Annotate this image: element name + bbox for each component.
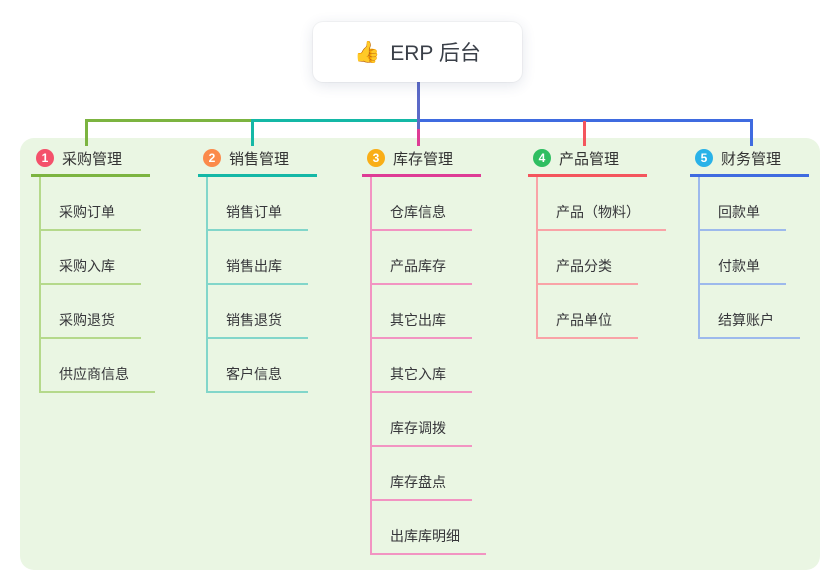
branch-title: 产品管理 xyxy=(559,150,620,168)
connector-bus-finance xyxy=(417,119,753,122)
thumbs-up-icon: 👍 xyxy=(354,40,381,64)
connector-drop-sales xyxy=(251,119,254,146)
mindmap-child[interactable]: 采购订单 xyxy=(41,177,141,231)
branch-number-badge: 1 xyxy=(36,149,54,167)
branch-purchase: 1 采购管理 采购订单 采购入库 采购退货 供应商信息 xyxy=(31,146,155,393)
branch-number-badge: 4 xyxy=(533,149,551,167)
mindmap-child[interactable]: 仓库信息 xyxy=(372,177,472,231)
mindmap-child[interactable]: 结算账户 xyxy=(700,285,800,339)
mindmap-child[interactable]: 产品分类 xyxy=(538,231,638,285)
mindmap-child[interactable]: 其它入库 xyxy=(372,339,472,393)
branch-inventory-children: 仓库信息 产品库存 其它出库 其它入库 库存调拨 库存盘点 出库库明细 xyxy=(370,177,486,555)
branch-title: 库存管理 xyxy=(393,150,454,168)
mindmap-child[interactable]: 产品单位 xyxy=(538,285,638,339)
branch-sales: 2 销售管理 销售订单 销售出库 销售退货 客户信息 xyxy=(198,146,317,393)
connector-root-line xyxy=(417,82,420,129)
connector-drop-purchase xyxy=(85,119,88,146)
root-node[interactable]: 👍 ERP 后台 xyxy=(313,22,522,82)
connector-bus-purchase xyxy=(85,119,255,122)
branch-title: 采购管理 xyxy=(62,150,123,168)
mindmap-child[interactable]: 库存盘点 xyxy=(372,447,472,501)
mindmap-child[interactable]: 供应商信息 xyxy=(41,339,155,393)
branch-finance-header[interactable]: 5 财务管理 xyxy=(690,146,809,177)
connector-bus-sales xyxy=(251,119,419,122)
mindmap-child[interactable]: 采购入库 xyxy=(41,231,141,285)
mindmap-child[interactable]: 采购退货 xyxy=(41,285,141,339)
branch-sales-children: 销售订单 销售出库 销售退货 客户信息 xyxy=(206,177,308,393)
branch-product-children: 产品（物料） 产品分类 产品单位 xyxy=(536,177,666,339)
mindmap-child[interactable]: 付款单 xyxy=(700,231,786,285)
mindmap-child[interactable]: 销售出库 xyxy=(208,231,308,285)
mindmap-child[interactable]: 其它出库 xyxy=(372,285,472,339)
branch-product-header[interactable]: 4 产品管理 xyxy=(528,146,647,177)
branch-number-badge: 3 xyxy=(367,149,385,167)
branch-sales-header[interactable]: 2 销售管理 xyxy=(198,146,317,177)
branch-title: 财务管理 xyxy=(721,150,782,168)
mindmap-child[interactable]: 回款单 xyxy=(700,177,786,231)
mindmap-child[interactable]: 产品（物料） xyxy=(538,177,666,231)
branch-inventory-header[interactable]: 3 库存管理 xyxy=(362,146,481,177)
branch-finance-children: 回款单 付款单 结算账户 xyxy=(698,177,800,339)
branch-number-badge: 5 xyxy=(695,149,713,167)
mindmap-child[interactable]: 客户信息 xyxy=(208,339,308,393)
connector-drop-inventory xyxy=(417,121,420,146)
mindmap-child[interactable]: 库存调拨 xyxy=(372,393,472,447)
branch-product: 4 产品管理 产品（物料） 产品分类 产品单位 xyxy=(528,146,666,339)
mindmap-child[interactable]: 出库库明细 xyxy=(372,501,486,555)
branch-purchase-header[interactable]: 1 采购管理 xyxy=(31,146,150,177)
connector-drop-finance xyxy=(750,119,753,146)
branch-number-badge: 2 xyxy=(203,149,221,167)
mindmap-child[interactable]: 销售订单 xyxy=(208,177,308,231)
branch-purchase-children: 采购订单 采购入库 采购退货 供应商信息 xyxy=(39,177,155,393)
connector-drop-product xyxy=(583,121,586,146)
branch-title: 销售管理 xyxy=(229,150,290,168)
branch-finance: 5 财务管理 回款单 付款单 结算账户 xyxy=(690,146,809,339)
branches-panel xyxy=(20,138,820,570)
branch-inventory: 3 库存管理 仓库信息 产品库存 其它出库 其它入库 库存调拨 库存盘点 出库库… xyxy=(362,146,486,555)
mindmap-child[interactable]: 产品库存 xyxy=(372,231,472,285)
mindmap-child[interactable]: 销售退货 xyxy=(208,285,308,339)
root-label: ERP 后台 xyxy=(390,42,481,65)
